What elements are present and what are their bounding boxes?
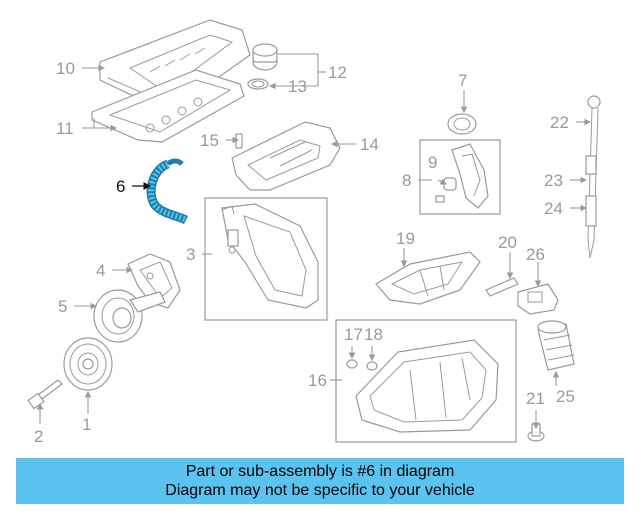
callout-3: 3 <box>186 245 195 264</box>
callout-19: 19 <box>396 229 415 248</box>
engine-cover <box>231 121 341 191</box>
rear-timing-cover <box>127 253 181 309</box>
callout-7: 7 <box>458 71 467 90</box>
callout-24: 24 <box>544 199 563 218</box>
callout-2: 2 <box>34 427 43 446</box>
callout-21: 21 <box>526 389 545 408</box>
drain-plug <box>346 359 378 371</box>
callout-8: 8 <box>402 171 411 190</box>
valve-cover-gasket <box>91 69 245 143</box>
info-banner: Part or sub-assembly is #6 in diagram Di… <box>16 458 624 504</box>
callout-15: 15 <box>200 131 219 150</box>
callout-22: 22 <box>550 113 569 132</box>
callout-17: 17 <box>344 325 363 344</box>
timing-belt <box>146 158 189 225</box>
oil-filler-cap <box>247 43 278 90</box>
crankshaft-bolt <box>27 379 63 410</box>
callout-18: 18 <box>364 325 383 344</box>
oil-baffle <box>375 251 481 305</box>
callout-11: 11 <box>56 119 74 138</box>
callout-20: 20 <box>498 233 517 252</box>
cover-bolt <box>235 133 243 149</box>
oil-sensor <box>527 423 545 442</box>
gasket-strip <box>485 277 519 297</box>
timing-cover-group-box <box>204 197 328 321</box>
callout-9: 9 <box>428 153 437 172</box>
front-seal <box>447 113 477 135</box>
oil-pan <box>355 339 499 433</box>
callout-23: 23 <box>544 171 563 190</box>
callout-4: 4 <box>96 261 105 280</box>
callout-6: 6 <box>116 177 125 196</box>
banner-line-2: Diagram may not be specific to your vehi… <box>165 482 475 499</box>
callout-10: 10 <box>56 59 75 78</box>
callout-25: 25 <box>556 387 575 406</box>
callout-5: 5 <box>58 297 67 316</box>
tensioner-pulley <box>93 289 166 343</box>
callout-16: 16 <box>308 371 327 390</box>
oil-pan-group-box <box>335 319 517 443</box>
callout-14: 14 <box>360 135 379 154</box>
oil-filter <box>537 320 575 371</box>
oil-pump <box>435 143 489 209</box>
leader-lines <box>36 53 592 430</box>
callout-labels: 10 11 12 13 15 14 7 9 8 6 3 4 5 1 2 19 2… <box>34 59 575 446</box>
crankshaft-pulley <box>63 337 113 391</box>
timing-cover <box>221 203 319 309</box>
callout-13: 13 <box>288 77 307 96</box>
dipstick <box>585 95 601 259</box>
banner-line-1: Part or sub-assembly is #6 in diagram <box>185 463 455 480</box>
callout-26: 26 <box>526 245 545 264</box>
callout-12: 12 <box>328 63 347 82</box>
filter-housing <box>517 283 559 315</box>
oil-pump-group-box <box>419 139 501 215</box>
callout-1: 1 <box>82 415 91 434</box>
